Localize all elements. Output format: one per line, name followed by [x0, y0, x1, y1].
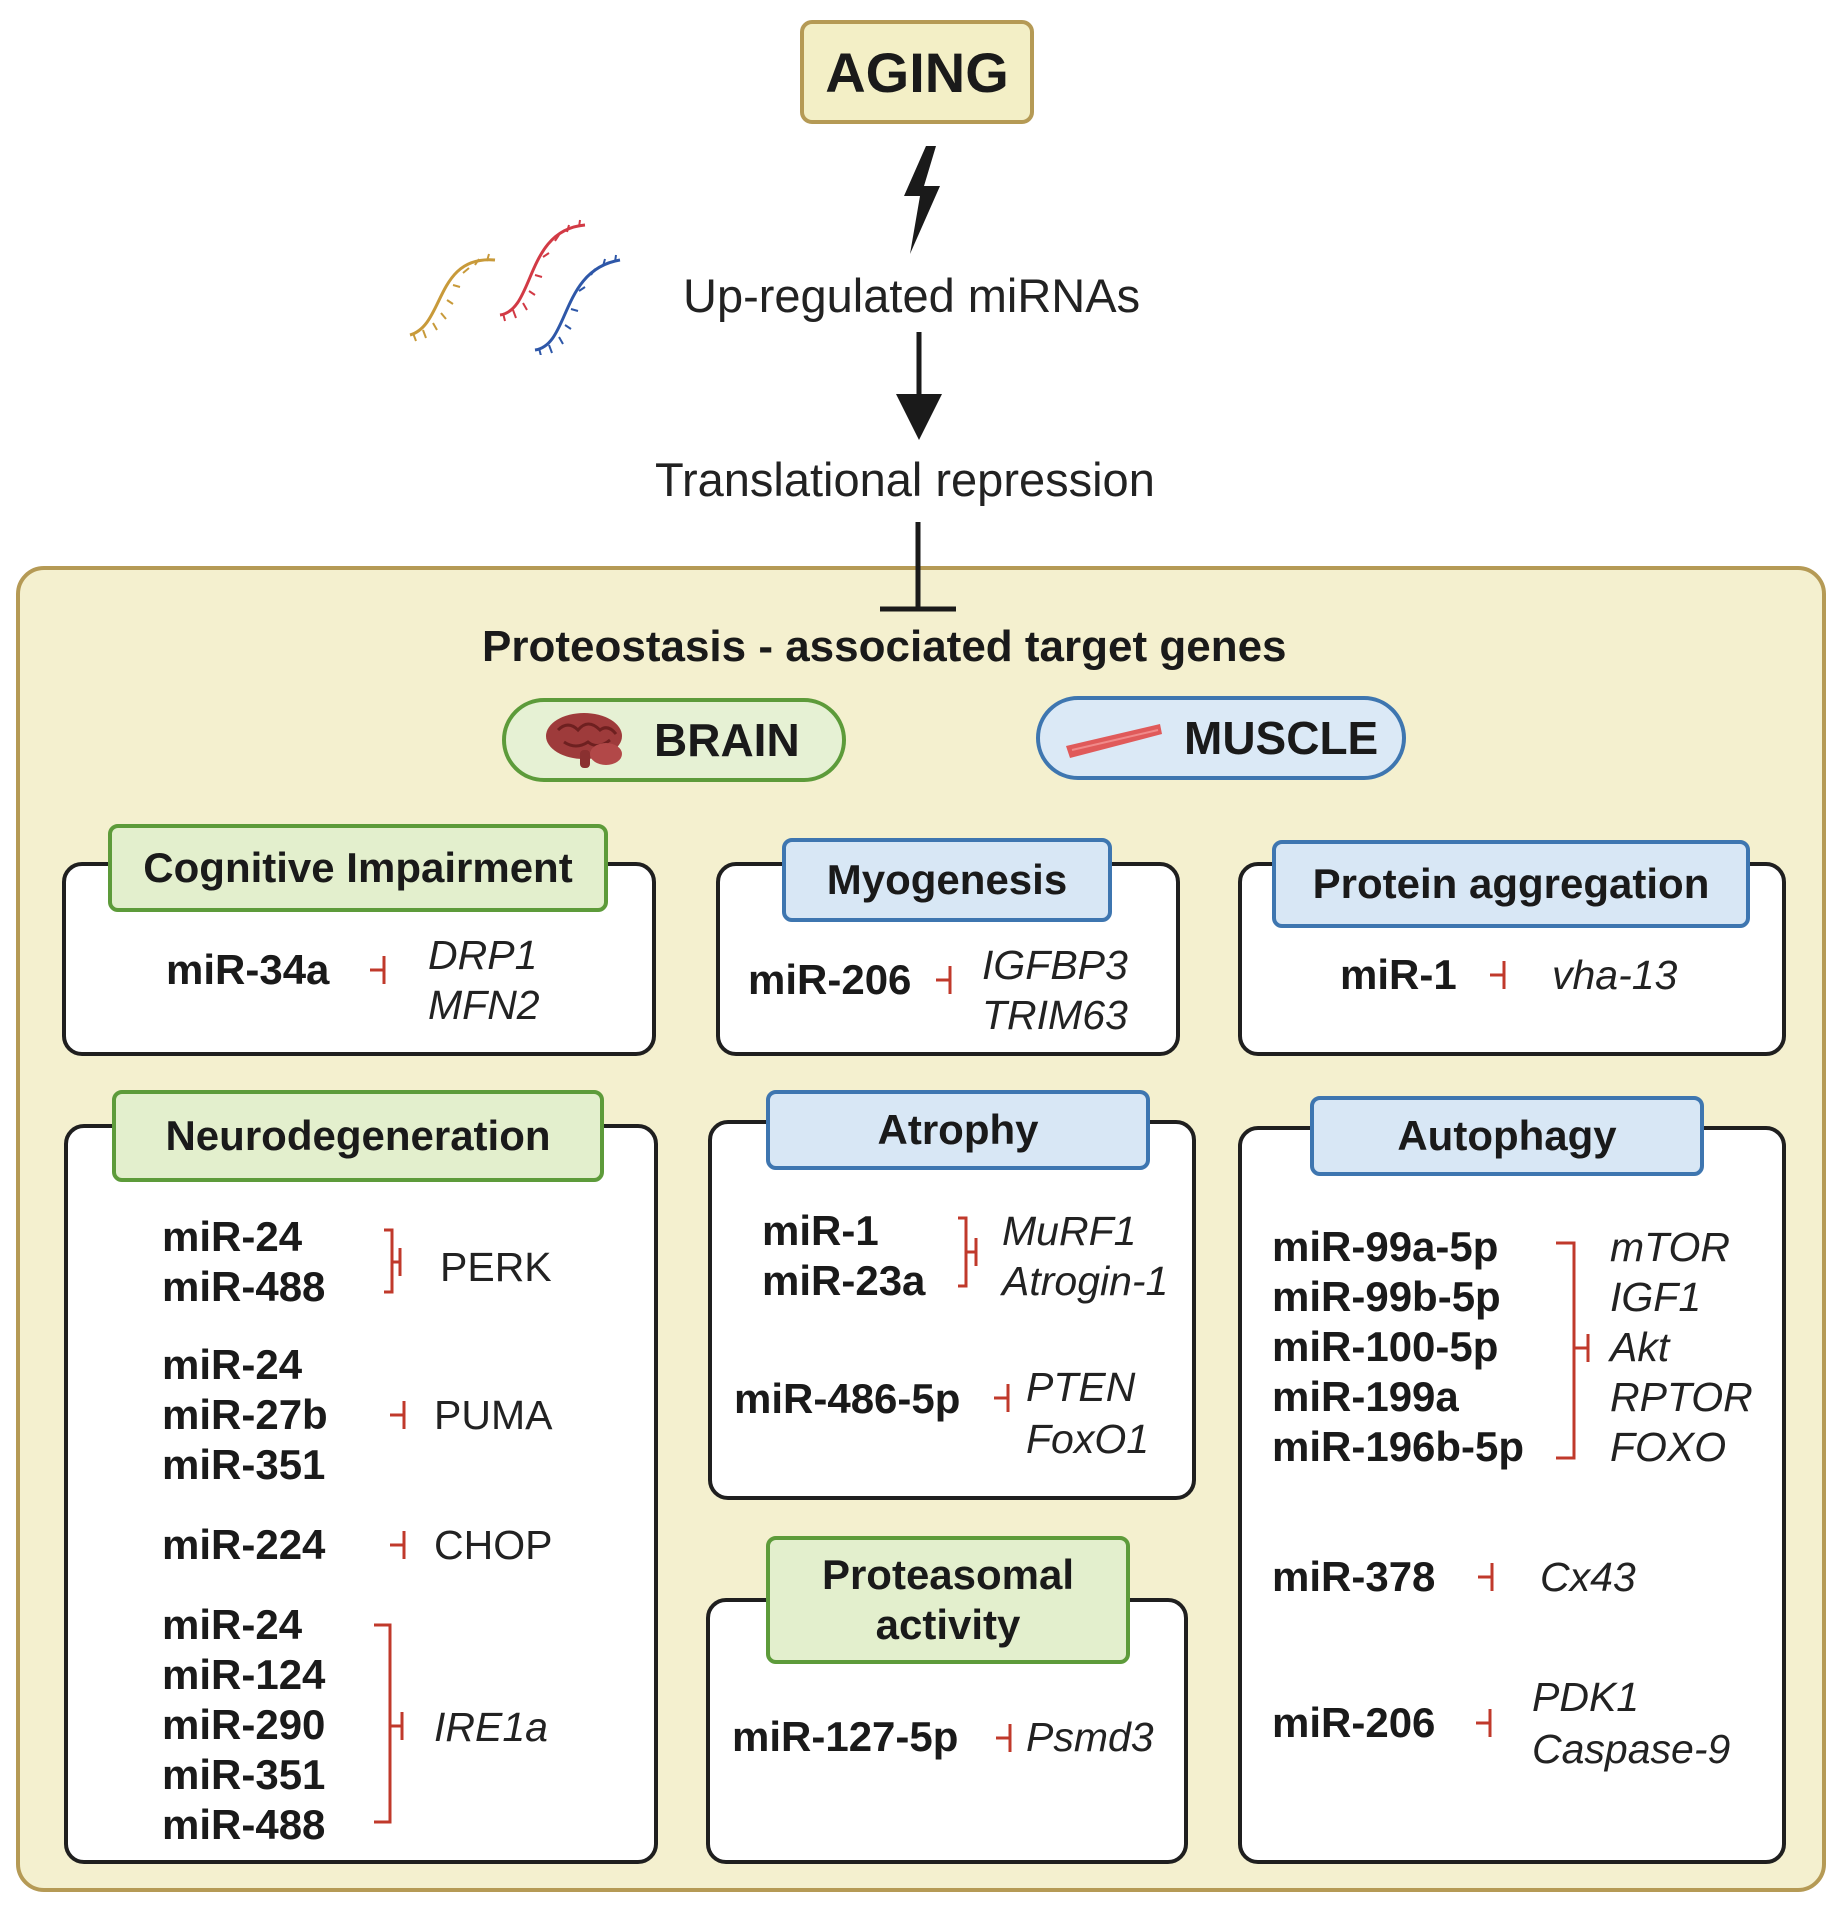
gene-label: PTEN: [1026, 1364, 1136, 1410]
gene-label: FOXO: [1610, 1424, 1727, 1470]
gene-label: PDK1: [1532, 1674, 1640, 1720]
gene-label: Psmd3: [1026, 1714, 1154, 1760]
inhibit-mark: [1476, 1709, 1492, 1737]
gene-label: RPTOR: [1610, 1374, 1753, 1420]
mirna-strands-icon: [409, 219, 621, 355]
mirna-label: miR-23a: [762, 1257, 926, 1304]
mirna-label: miR-351: [162, 1441, 326, 1488]
gene-label: IRE1a: [434, 1704, 548, 1750]
autophagy-tab: Autophagy: [1310, 1096, 1704, 1176]
inhibit-mark: [1478, 1563, 1494, 1591]
mirna-label: miR-224: [162, 1521, 326, 1568]
inhibit-mark: [370, 956, 386, 984]
brain-label: BRAIN: [654, 714, 800, 766]
mirna-label: miR-196b-5p: [1272, 1423, 1525, 1470]
brain-icon: [546, 713, 622, 768]
gene-label: Atrogin-1: [1002, 1258, 1169, 1304]
mirna-label: miR-1: [1340, 951, 1457, 998]
protein-aggregation-title: Protein aggregation: [1312, 859, 1710, 907]
muscle-fiber-icon: [1066, 724, 1162, 758]
autophagy-title: Autophagy: [1397, 1111, 1617, 1159]
aging-label: AGING: [825, 40, 1009, 104]
cognitive-impairment-tab: Cognitive Impairment: [108, 824, 608, 912]
neurodegeneration-tab: Neurodegeneration: [112, 1090, 604, 1182]
translational-repression-label: Translational repression: [655, 453, 1155, 506]
muscle-label: MUSCLE: [1184, 712, 1379, 764]
mirna-label: miR-99a-5p: [1272, 1223, 1499, 1270]
gene-label: DRP1: [428, 932, 538, 978]
mirna-label: miR-199a: [1272, 1373, 1459, 1420]
neurodegeneration-title: Neurodegeneration: [165, 1111, 551, 1159]
inhibit-mark: [996, 1724, 1012, 1752]
mirna-label: miR-206: [1272, 1699, 1436, 1746]
gene-label: MuRF1: [1002, 1208, 1137, 1254]
inhibit-bracket: [374, 1623, 404, 1824]
mirna-label: miR-206: [748, 956, 912, 1003]
mirna-label: miR-27b: [162, 1391, 328, 1438]
brain-pill: BRAIN: [502, 698, 846, 782]
atrophy-tab: Atrophy: [766, 1090, 1150, 1170]
lightning-icon: [904, 146, 940, 254]
mirna-label: miR-24: [162, 1601, 303, 1648]
mirna-label: miR-99b-5p: [1272, 1273, 1501, 1320]
gene-label: Caspase-9: [1532, 1726, 1731, 1772]
mirna-label: miR-124: [162, 1651, 326, 1698]
autophagy-card: [1238, 1126, 1786, 1864]
proteasomal-title-line1: Proteasomal: [821, 1550, 1075, 1598]
mirna-label: miR-486-5p: [734, 1375, 961, 1422]
proteostasis-title: Proteostasis - associated target genes: [482, 622, 1287, 671]
cognitive-impairment-title: Cognitive Impairment: [143, 843, 573, 891]
inhibition-bar-icon: [880, 522, 956, 612]
gene-label: FoxO1: [1026, 1416, 1150, 1462]
inhibit-mark: [936, 966, 952, 994]
gene-label: IGFBP3: [982, 942, 1128, 988]
mirna-label: miR-100-5p: [1272, 1323, 1499, 1370]
mirna-label: miR-290: [162, 1701, 326, 1748]
protein-aggregation-tab: Protein aggregation: [1272, 840, 1750, 928]
mirna-label: miR-351: [162, 1751, 326, 1798]
inhibit-bracket: [958, 1216, 978, 1288]
protein-label: PERK: [440, 1244, 552, 1290]
down-arrow-icon: [896, 332, 942, 440]
inhibit-mark: [1490, 961, 1506, 989]
muscle-pill: MUSCLE: [1036, 696, 1406, 780]
proteasomal-title-line2: activity: [875, 1601, 1021, 1648]
inhibit-bracket: [1556, 1241, 1590, 1460]
inhibit-bracket: [384, 1228, 402, 1294]
inhibit-mark: [994, 1384, 1010, 1412]
gene-label: TRIM63: [982, 992, 1128, 1038]
mirna-label: miR-488: [162, 1801, 326, 1848]
mirna-label: miR-34a: [166, 946, 330, 993]
gene-label: MFN2: [428, 982, 540, 1028]
mirna-label: miR-488: [162, 1263, 326, 1310]
protein-label: CHOP: [434, 1522, 553, 1568]
mirna-label: miR-24: [162, 1213, 303, 1260]
myogenesis-title: Myogenesis: [826, 855, 1068, 903]
neurodegeneration-card: [64, 1124, 658, 1864]
mirna-label: miR-127-5p: [732, 1713, 959, 1760]
aging-box: AGING: [800, 20, 1034, 124]
inhibit-mark: [390, 1401, 406, 1429]
mirna-label: miR-378: [1272, 1553, 1436, 1600]
upregulated-mirnas-label: Up-regulated miRNAs: [683, 269, 1141, 322]
gene-label: vha-13: [1552, 952, 1678, 998]
myogenesis-tab: Myogenesis: [782, 838, 1112, 922]
gene-label: IGF1: [1610, 1274, 1702, 1320]
protein-label: PUMA: [434, 1392, 553, 1438]
gene-label: Akt: [1610, 1324, 1670, 1370]
inhibit-mark: [390, 1531, 406, 1559]
gene-label: Cx43: [1540, 1554, 1636, 1600]
gene-label: mTOR: [1610, 1224, 1730, 1270]
atrophy-title: Atrophy: [877, 1105, 1039, 1153]
mirna-label: miR-1: [762, 1207, 879, 1254]
mirna-label: miR-24: [162, 1341, 303, 1388]
